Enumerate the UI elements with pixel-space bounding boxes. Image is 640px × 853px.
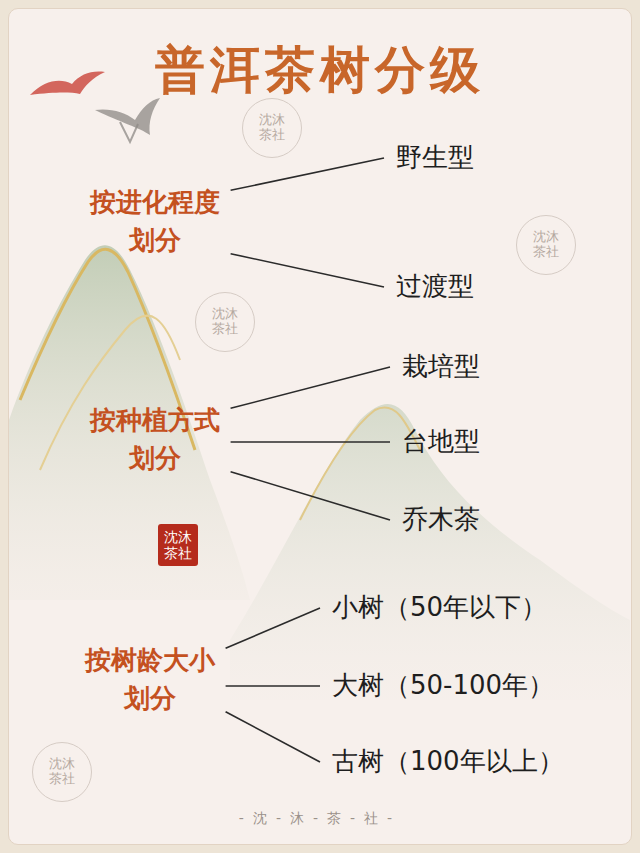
connector (231, 367, 390, 408)
red-seal: 沈沐茶社 (158, 524, 198, 566)
category-label: 按进化程度划分 (87, 184, 222, 259)
connector (226, 608, 320, 648)
mountain (230, 404, 630, 700)
leaf-label: 台地型 (402, 425, 480, 459)
bird-tail (120, 122, 138, 142)
connector (231, 158, 384, 190)
leaf-node: 台地型 (398, 423, 484, 461)
watermark: 沈沐茶社 (242, 98, 302, 158)
mountain (9, 245, 250, 600)
leaf-label: 小树（50年以下） (332, 591, 547, 625)
watermark: 沈沐茶社 (32, 742, 92, 802)
watermark: 沈沐茶社 (195, 292, 255, 352)
connector (231, 472, 390, 520)
bird (95, 98, 160, 135)
category-node: 按种植方式划分 (83, 400, 226, 479)
leaf-label: 过渡型 (396, 270, 474, 304)
leaf-node: 古树（100年以上） (328, 743, 568, 781)
leaf-node: 大树（50-100年） (328, 667, 558, 705)
connector (231, 254, 384, 287)
watermark: 沈沐茶社 (516, 215, 576, 275)
category-label: 按树龄大小划分 (82, 642, 217, 717)
category-node: 按进化程度划分 (83, 182, 226, 261)
category-node: 按树龄大小划分 (78, 640, 221, 719)
mountain-ridge (300, 407, 420, 520)
leaf-label: 栽培型 (402, 350, 480, 384)
connector (231, 441, 390, 443)
leaf-label: 大树（50-100年） (332, 669, 554, 703)
footer-text: -沈-沐-茶-社- (239, 810, 401, 827)
leaf-label: 古树（100年以上） (332, 745, 564, 779)
leaf-node: 野生型 (392, 139, 478, 177)
leaf-label: 野生型 (396, 141, 474, 175)
title: 普洱茶树分级 (0, 40, 640, 100)
category-label: 按种植方式划分 (87, 402, 222, 477)
leaf-node: 小树（50年以下） (328, 589, 551, 627)
leaf-node: 栽培型 (398, 348, 484, 386)
bird (30, 72, 105, 96)
connector (226, 712, 320, 762)
connector (226, 685, 320, 687)
leaf-node: 乔木茶 (398, 501, 484, 539)
leaf-label: 乔木茶 (402, 503, 480, 537)
leaf-node: 过渡型 (392, 268, 478, 306)
